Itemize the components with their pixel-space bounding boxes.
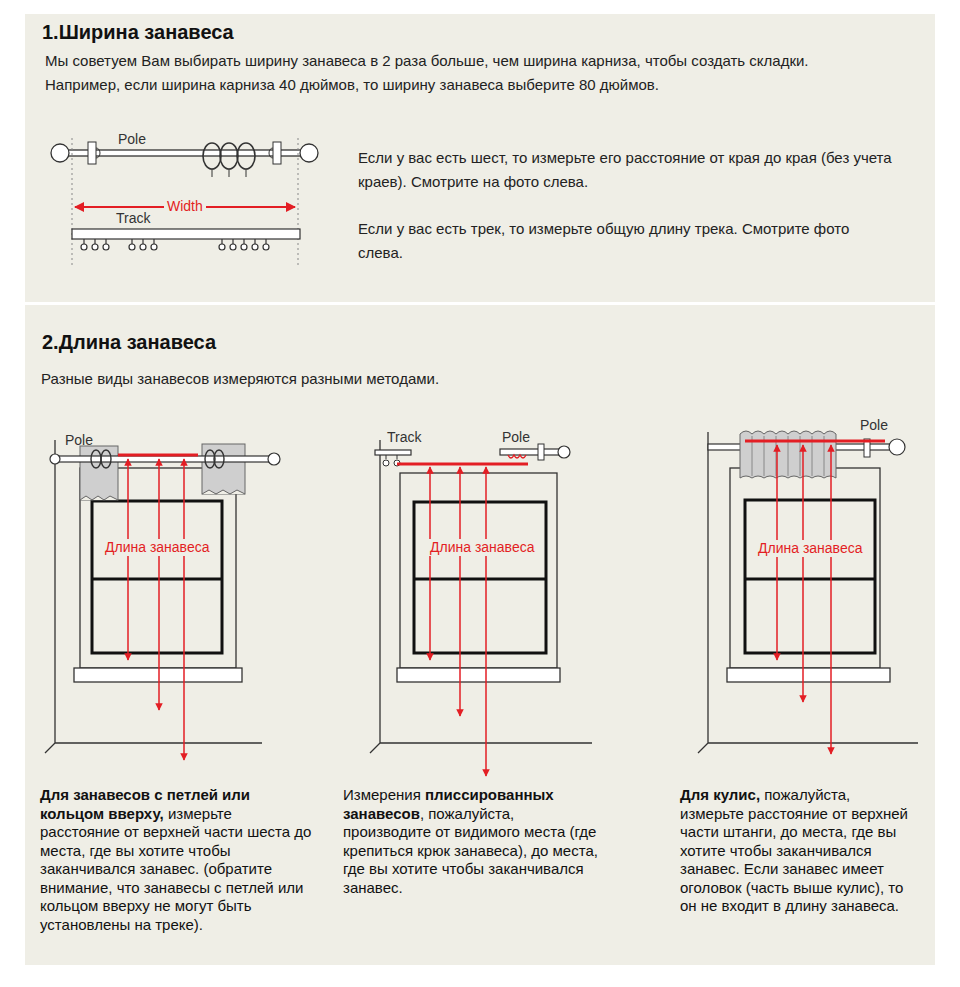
section-heading: 1.Ширина занавеса [42, 21, 234, 44]
window-pleated [370, 440, 592, 776]
part-name: Pole [118, 131, 146, 148]
note-text: Если у вас есть трек, то измерьте общую … [358, 217, 898, 265]
pole-figure [51, 142, 318, 177]
caption-text: измерьте расстояние от верхней части шес… [40, 805, 311, 933]
dimension-label: Width [164, 198, 206, 215]
dimension-label: Длина занавеса [102, 539, 212, 556]
caption: Для кулис,пожалуйста, измерьте расстояни… [680, 786, 912, 916]
note-text: Если у вас есть шест, то измерьте его ра… [358, 146, 898, 194]
section-text: Разные виды занавесов измеряются разными… [41, 370, 439, 387]
window-rod-pocket [698, 431, 918, 754]
dimension-label: Длина занавеса [427, 539, 537, 556]
width-guides [72, 138, 298, 266]
part-name: Pole [65, 432, 93, 449]
caption-text: пожалуйста, измерьте расстояние от верхн… [680, 786, 908, 914]
caption: Для занавесов с петлей или кольцом вверх… [40, 786, 312, 934]
window-ring-top [45, 440, 280, 760]
dimension-label: Длина занавеса [755, 540, 865, 557]
section-text: Мы советуем Вам выбирать ширину занавеса… [45, 52, 809, 69]
part-name: Pole [502, 429, 530, 446]
part-name: Track [116, 210, 150, 227]
caption: Измеренияплиссированных занавесов, пожал… [343, 786, 605, 897]
part-name: Track [387, 429, 421, 446]
caption-text: Измерения [343, 786, 421, 803]
track-figure [72, 229, 300, 250]
section-heading: 2.Длина занавеса [42, 331, 216, 354]
part-name: Pole [860, 417, 888, 434]
caption-emphasis: Для кулис, [680, 786, 760, 803]
section-text: Например, если ширина карниза 40 дюймов,… [45, 76, 659, 93]
